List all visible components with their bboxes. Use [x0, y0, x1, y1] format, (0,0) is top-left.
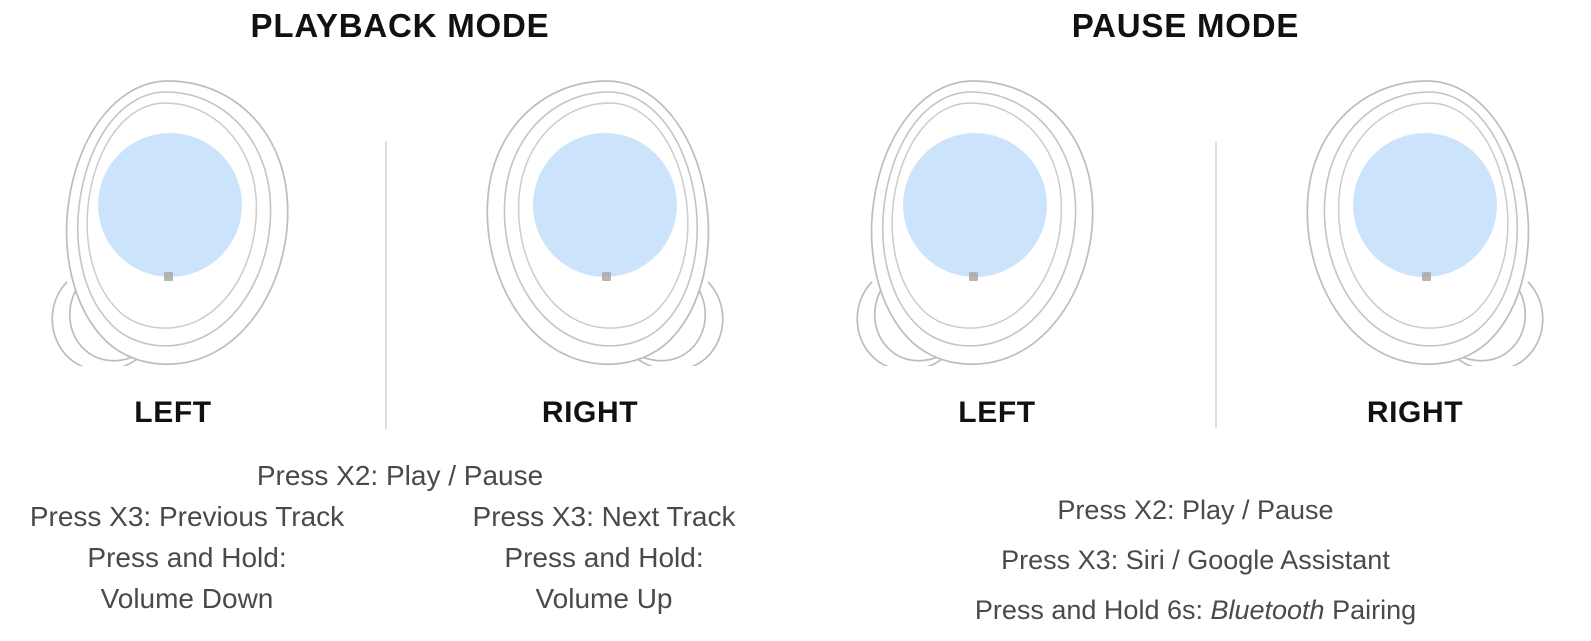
instruction-line: Press and Hold: [87, 542, 287, 573]
pause-right-earbud-column [1240, 66, 1570, 366]
instruction-suffix: Pairing [1324, 595, 1417, 625]
instruction-line: Volume Down [100, 583, 274, 614]
earbud-right-icon [486, 80, 724, 366]
instruction-line: Press and Hold: [504, 542, 704, 573]
playback-shared-instruction: Press X2: Play / Pause [256, 460, 544, 491]
pause-instructions: Press X2: Play / Pause Press X3: Siri / … [800, 485, 1591, 635]
playback-instruction-columns: Press X3: Previous Track Press and Hold:… [0, 496, 800, 626]
instruction-line: Press X3: Previous Track [29, 501, 345, 532]
pause-right-label: RIGHT [1366, 396, 1464, 429]
instruction-line: Press X3: Next Track [472, 501, 736, 532]
playback-column-divider [385, 141, 387, 429]
earbud-left-icon [856, 80, 1094, 366]
playback-right-label: RIGHT [541, 396, 639, 429]
playback-instructions: Press X2: Play / Pause Press X3: Previou… [0, 455, 800, 626]
pause-mode-title: PAUSE MODE [1071, 7, 1300, 44]
instruction-line-bluetooth-pairing: Press and Hold 6s: Bluetooth Pairing [800, 585, 1591, 635]
playback-side-labels: LEFT RIGHT [0, 393, 800, 437]
pause-mode-panel: PAUSE MODE [800, 0, 1591, 641]
instruction-line: Press X2: Play / Pause [1057, 495, 1334, 525]
playback-left-label: LEFT [134, 396, 212, 429]
instruction-prefix: Press and Hold 6s: [974, 595, 1211, 625]
pause-column-divider [1215, 141, 1217, 429]
playback-left-instructions: Press X3: Previous Track Press and Hold:… [0, 496, 377, 619]
playback-mode-panel: PLAYBACK MODE [0, 7, 800, 626]
pause-left-earbud-column [830, 66, 1160, 366]
instruction-line: Volume Up [535, 583, 673, 614]
instruction-emphasis: Bluetooth [1210, 595, 1325, 625]
playback-right-earbud-column [420, 66, 750, 366]
earbud-left-icon [51, 80, 289, 366]
pause-instruction-lines: Press X2: Play / Pause Press X3: Siri / … [800, 485, 1591, 635]
pause-side-labels: LEFT RIGHT [800, 393, 1591, 437]
pause-earbud-row [800, 66, 1591, 429]
earbud-right-icon [1306, 80, 1544, 366]
instruction-line: Press X3: Siri / Google Assistant [1001, 545, 1390, 575]
pause-left-label: LEFT [958, 396, 1036, 429]
playback-right-instructions: Press X3: Next Track Press and Hold: Vol… [414, 496, 794, 619]
playback-mode-title: PLAYBACK MODE [250, 7, 550, 44]
playback-earbud-row [0, 66, 800, 429]
playback-left-earbud-column [25, 66, 355, 366]
